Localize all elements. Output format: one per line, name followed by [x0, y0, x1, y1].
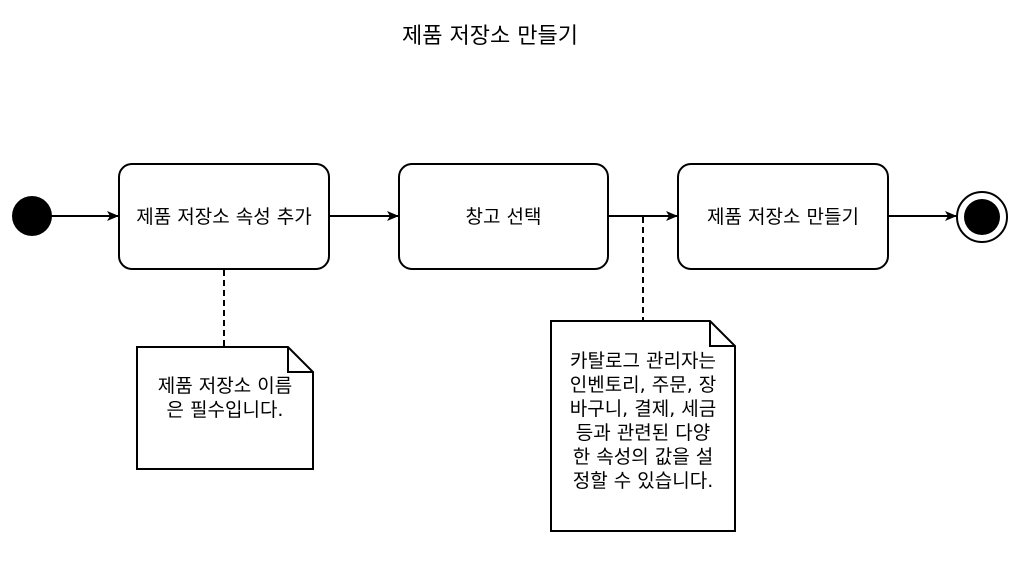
diagram-title: 제품 저장소 만들기	[402, 24, 578, 49]
note-line: 제품 저장소 이름	[157, 375, 293, 397]
action-select-warehouse[interactable]: 창고 선택	[398, 163, 609, 270]
note-line: 바구니, 결제, 세금	[569, 398, 717, 420]
action-create-store[interactable]: 제품 저장소 만들기	[677, 163, 889, 270]
note-line: 정할 수 있습니다.	[572, 470, 714, 492]
final-state[interactable]	[956, 191, 1008, 243]
action-label: 창고 선택	[465, 205, 542, 228]
note-line: 은 필수입니다.	[166, 399, 284, 421]
note-line: 한 속성의 값을 설	[572, 446, 714, 468]
note-line: 등과 관련된 다양	[575, 422, 711, 444]
action-add-store-attributes[interactable]: 제품 저장소 속성 추가	[118, 163, 330, 270]
note-line: 인벤토리, 주문, 장	[569, 374, 717, 396]
note-line: 카탈로그 관리자는	[570, 350, 716, 372]
action-label: 제품 저장소 만들기	[707, 205, 859, 228]
note-catalog-manager: 카탈로그 관리자는 인벤토리, 주문, 장 바구니, 결제, 세금 등과 관련된…	[550, 320, 736, 532]
note-shape	[550, 320, 736, 532]
initial-state[interactable]	[12, 196, 52, 236]
note-store-name-required: 제품 저장소 이름 은 필수입니다.	[136, 346, 314, 470]
action-label: 제품 저장소 속성 추가	[136, 205, 312, 228]
note-shape	[136, 346, 314, 470]
final-state-dot	[964, 199, 1000, 235]
